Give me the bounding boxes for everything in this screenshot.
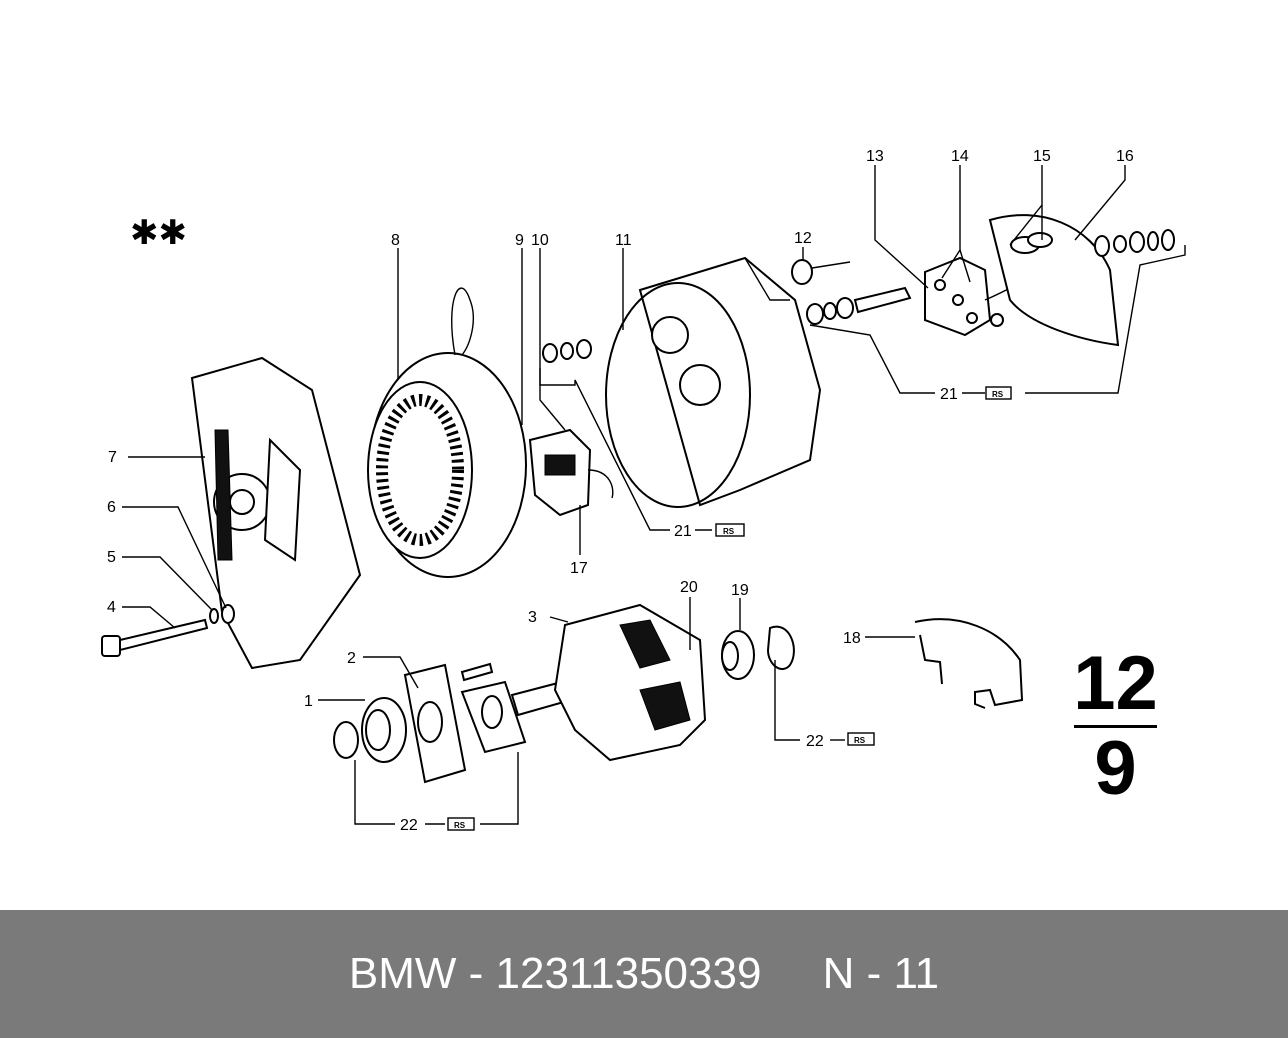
drive-end-housing	[605, 256, 822, 508]
regulator	[528, 428, 614, 517]
bearing-plate	[403, 663, 467, 784]
rs-badge-rear: RS	[985, 386, 1012, 400]
callout-10: 10	[531, 232, 549, 249]
footer-separator: -	[456, 949, 496, 998]
callout-19: 19	[731, 582, 749, 599]
callout-15: 15	[1033, 148, 1051, 165]
rs-badge-regulator: RS	[715, 523, 745, 537]
end-housing-plate	[190, 356, 362, 670]
rear-cover	[988, 214, 1120, 347]
callout-4: 4	[107, 599, 116, 616]
section-bottom: 9	[1094, 726, 1137, 811]
callout-12: 12	[794, 230, 812, 247]
callout-14: 14	[951, 148, 969, 165]
callout-16: 16	[1116, 148, 1134, 165]
leader-lines	[122, 165, 1186, 825]
callout-3: 3	[528, 609, 537, 626]
callout-13: 13	[866, 148, 884, 165]
callout-20: 20	[680, 579, 698, 596]
callout-17: 17	[570, 560, 588, 577]
callout-labels: 1 2 3 4 5 6 7 8 9 10 11 12 13 14 15 16 1…	[107, 148, 1134, 834]
callout-21-regulator: 21	[674, 523, 692, 540]
cap-nut	[791, 259, 851, 285]
marker-stars: ✱✱	[130, 214, 187, 252]
diode-plate	[924, 256, 1061, 337]
callout-5: 5	[107, 549, 116, 566]
bolt-and-washers	[101, 604, 235, 657]
svg-text:RS: RS	[454, 821, 466, 830]
svg-text:RS: RS	[854, 736, 866, 745]
callout-11: 11	[615, 232, 632, 249]
footer-bar: BMW - 12311350339 N - 11	[0, 910, 1288, 1038]
rear-bearing	[333, 697, 407, 763]
callout-6: 6	[107, 499, 116, 516]
footer-gap	[761, 949, 822, 999]
callout-22-bearing: 22	[400, 817, 418, 834]
washer-set-left	[542, 339, 592, 363]
washer-set-right	[1094, 229, 1175, 257]
stator	[367, 287, 527, 578]
callout-1: 1	[304, 693, 313, 710]
front-bearing	[721, 630, 755, 680]
footer-part-number: 12311350339	[495, 949, 762, 998]
wire-clip	[914, 618, 1024, 709]
retainer-and-screw	[460, 662, 527, 754]
terminal-bolt	[806, 286, 912, 325]
footer-position: N - 11	[822, 949, 940, 998]
callout-22-seal: 22	[806, 733, 824, 750]
rs-badge-bearing: RS	[447, 817, 475, 831]
callout-9: 9	[515, 232, 524, 249]
parts-diagram: ✱✱	[101, 148, 1186, 834]
callout-8: 8	[391, 232, 400, 249]
section-number: 12 9	[1068, 645, 1163, 808]
callout-2: 2	[347, 650, 356, 667]
rs-badge-seal: RS	[847, 732, 875, 746]
footer-brand: BMW	[348, 949, 457, 998]
section-divider	[1074, 725, 1157, 728]
svg-text:RS: RS	[992, 390, 1004, 399]
callout-21-rear: 21	[940, 386, 958, 403]
rotor	[510, 603, 707, 762]
callout-7: 7	[108, 449, 117, 466]
section-top: 12	[1073, 641, 1158, 726]
svg-text:RS: RS	[723, 527, 735, 536]
seal-ring	[766, 625, 795, 670]
callout-18: 18	[843, 630, 861, 647]
